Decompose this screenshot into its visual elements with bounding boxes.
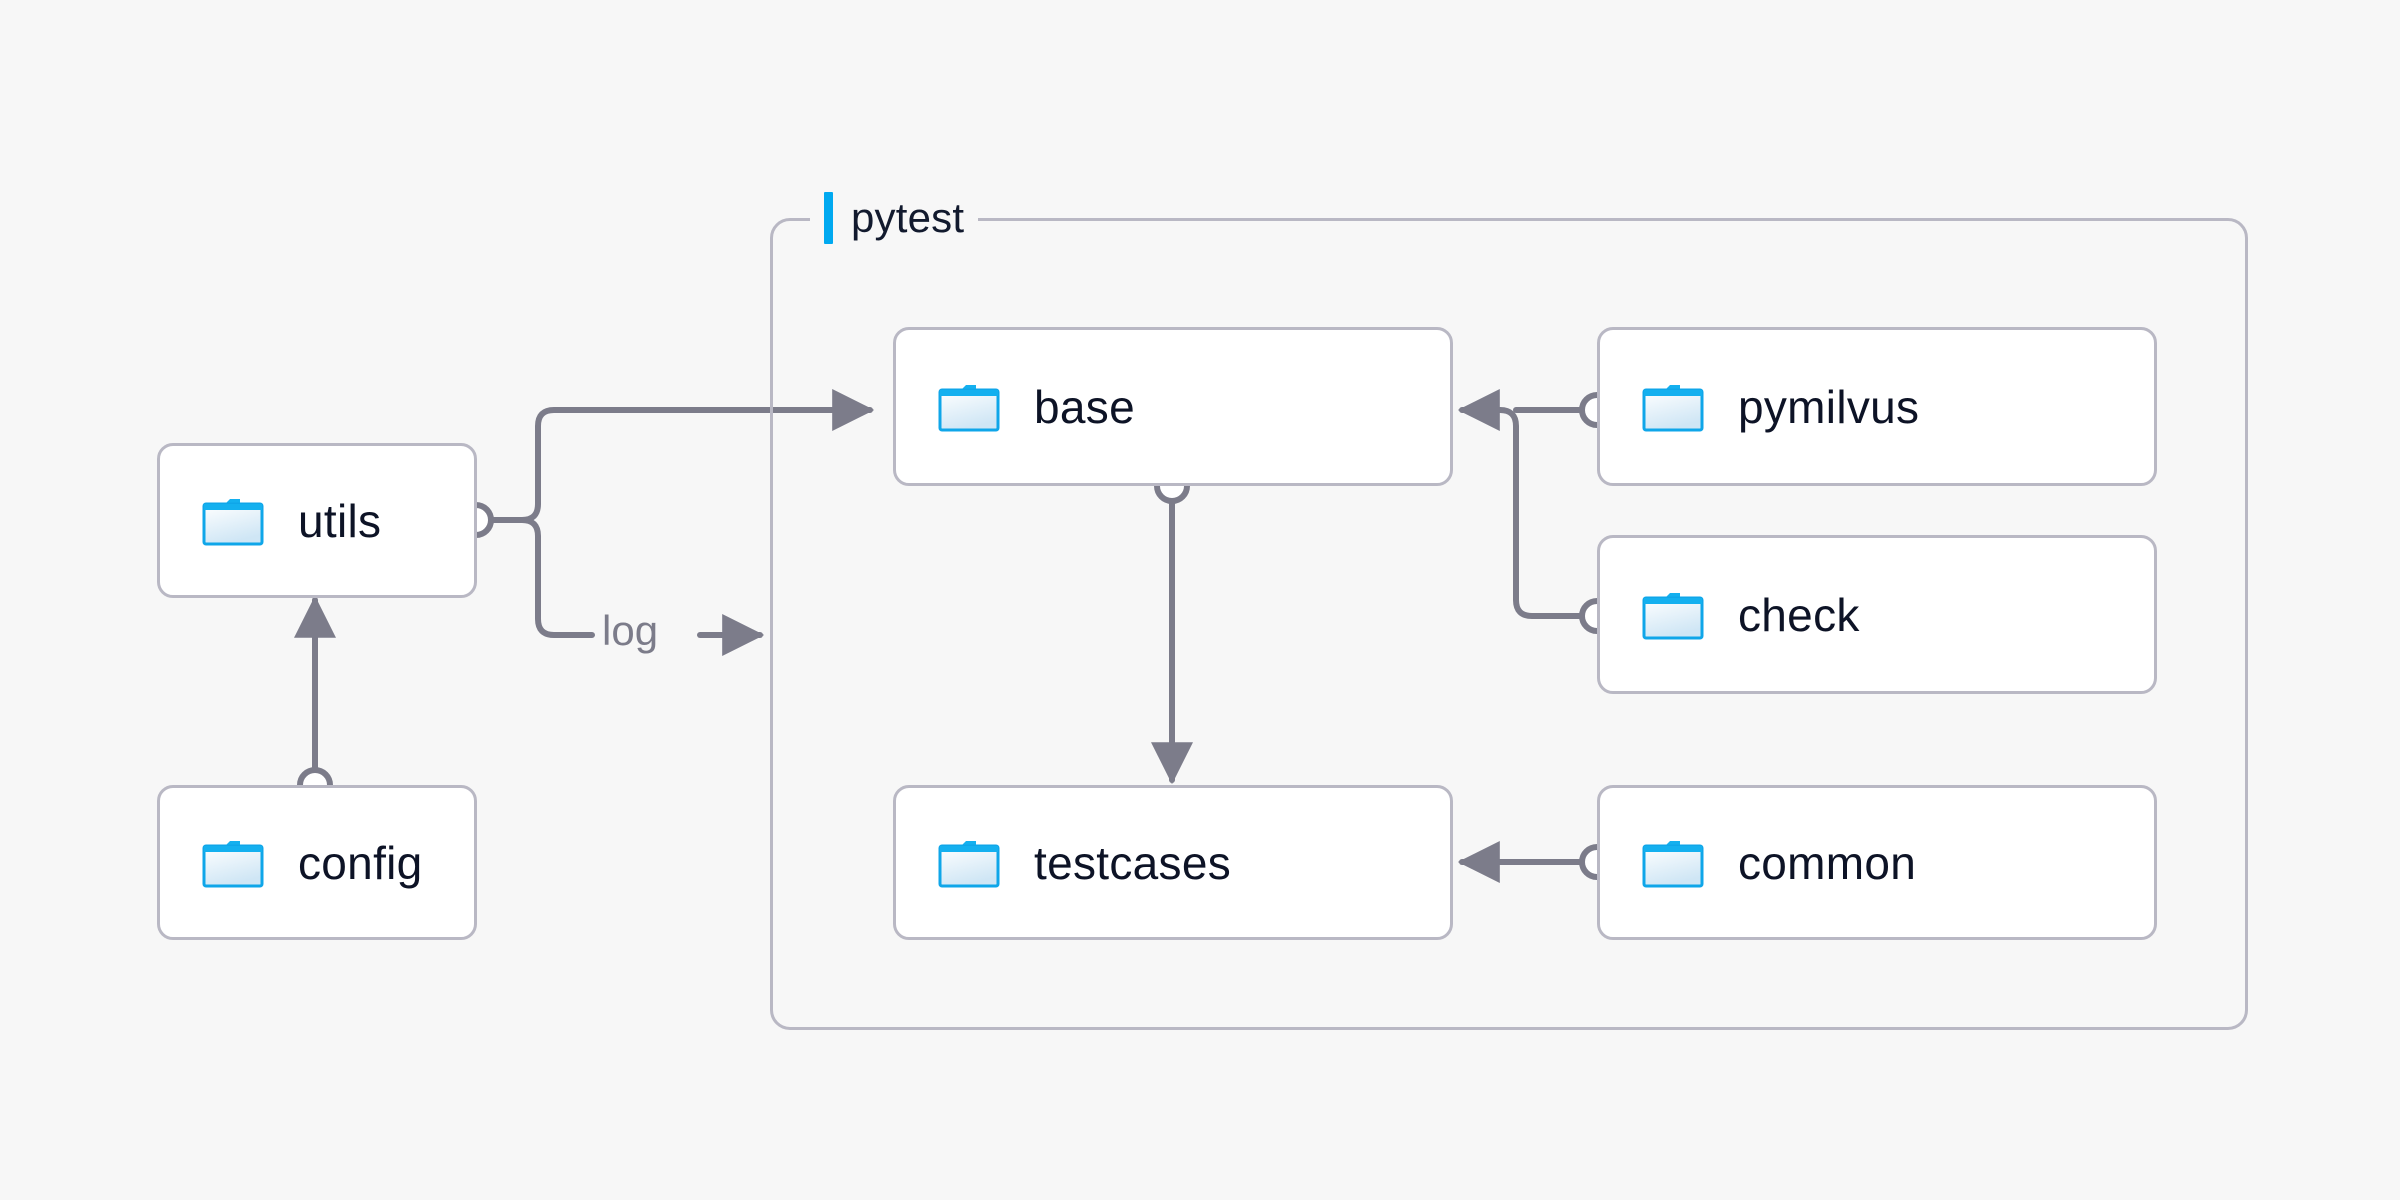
folder-icon (1642, 840, 1704, 887)
node-check-label: check (1738, 588, 1860, 641)
folder-icon (202, 840, 264, 887)
folder-icon (1642, 384, 1704, 431)
edge-check-base (1457, 389, 1585, 619)
node-config[interactable]: config (157, 785, 477, 940)
group-pytest[interactable] (770, 218, 2248, 1030)
node-pymilvus[interactable]: pymilvus (1597, 327, 2157, 486)
node-base-label: base (1034, 380, 1135, 433)
node-check[interactable]: check (1597, 535, 2157, 694)
folder-icon (938, 840, 1000, 887)
node-testcases[interactable]: testcases (893, 785, 1453, 940)
node-common[interactable]: common (1597, 785, 2157, 940)
folder-icon (202, 498, 264, 545)
folder-icon (1642, 592, 1704, 639)
node-utils[interactable]: utils (157, 443, 477, 598)
node-config-label: config (298, 836, 423, 889)
edge-label-log: log (602, 607, 659, 654)
folder-icon (938, 384, 1000, 431)
accent-bar-icon (824, 192, 833, 244)
node-utils-label: utils (298, 494, 382, 547)
node-testcases-label: testcases (1034, 836, 1232, 889)
group-title-text: pytest (851, 194, 965, 241)
node-pymilvus-label: pymilvus (1738, 380, 1920, 433)
group-pytest-label: pytest (810, 190, 979, 246)
node-base[interactable]: base (893, 327, 1453, 486)
edge-utils-log (488, 517, 595, 638)
node-common-label: common (1738, 836, 1917, 889)
